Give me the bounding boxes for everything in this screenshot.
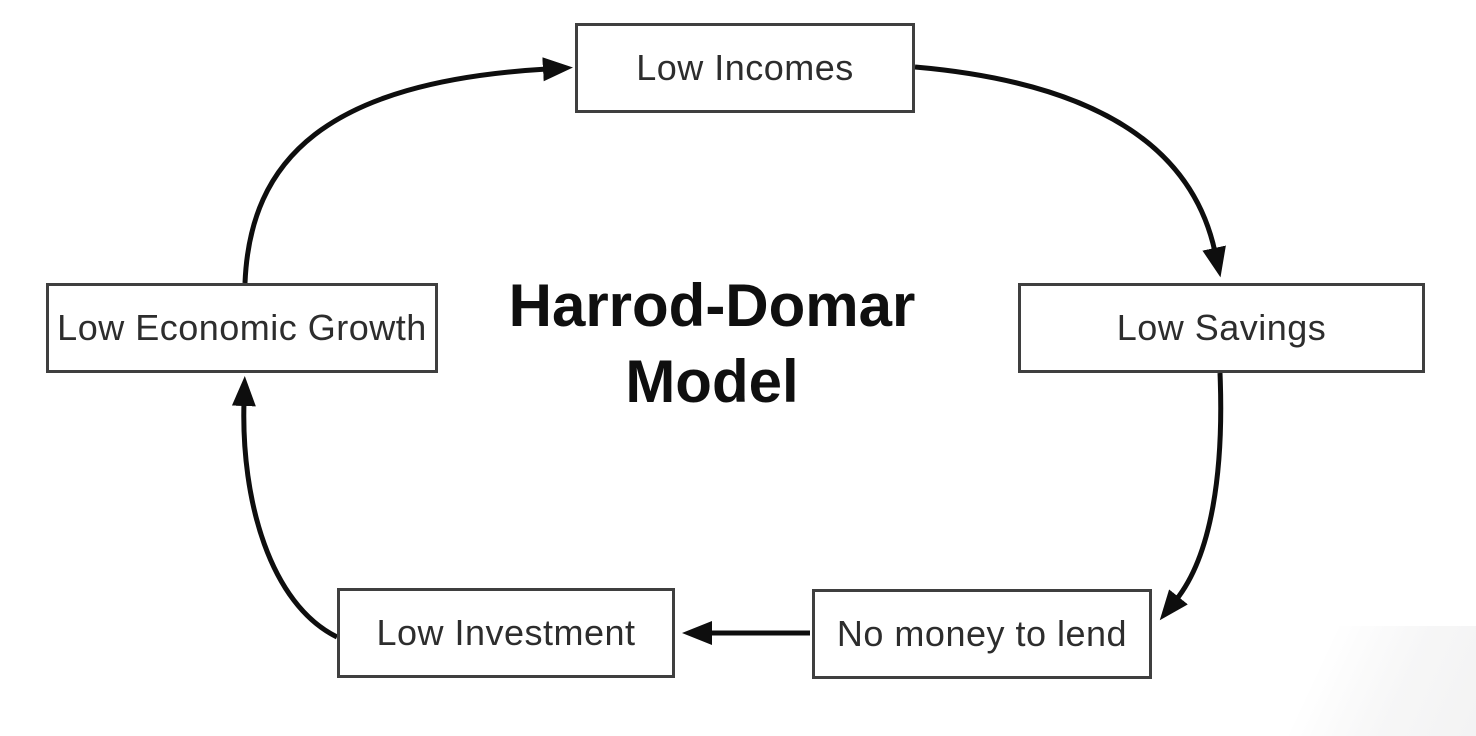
node-low-savings: Low Savings [1018, 283, 1425, 373]
node-no-money-to-lend: No money to lend [812, 589, 1152, 679]
edge-low-economic-growth-to-low-incomes [242, 57, 573, 284]
edge-low-incomes-to-low-savings [914, 64, 1226, 278]
node-low-economic-growth: Low Economic Growth [46, 283, 438, 373]
node-low-incomes-label: Low Incomes [636, 47, 854, 88]
node-low-incomes: Low Incomes [575, 23, 915, 113]
diagram-title: Harrod-Domar Model [412, 268, 1012, 420]
edge-low-investment-to-low-economic-growth [231, 376, 339, 640]
node-low-investment-label: Low Investment [376, 612, 636, 653]
edge-low-savings-to-no-money-to-lend [1159, 372, 1224, 621]
diagram-title-line2: Model [625, 348, 799, 415]
node-low-savings-label: Low Savings [1116, 307, 1327, 348]
node-low-economic-growth-label: Low Economic Growth [57, 307, 427, 348]
node-low-investment: Low Investment [337, 588, 675, 678]
node-no-money-to-lend-label: No money to lend [836, 613, 1128, 654]
diagram-title-line1: Harrod-Domar [508, 272, 916, 339]
